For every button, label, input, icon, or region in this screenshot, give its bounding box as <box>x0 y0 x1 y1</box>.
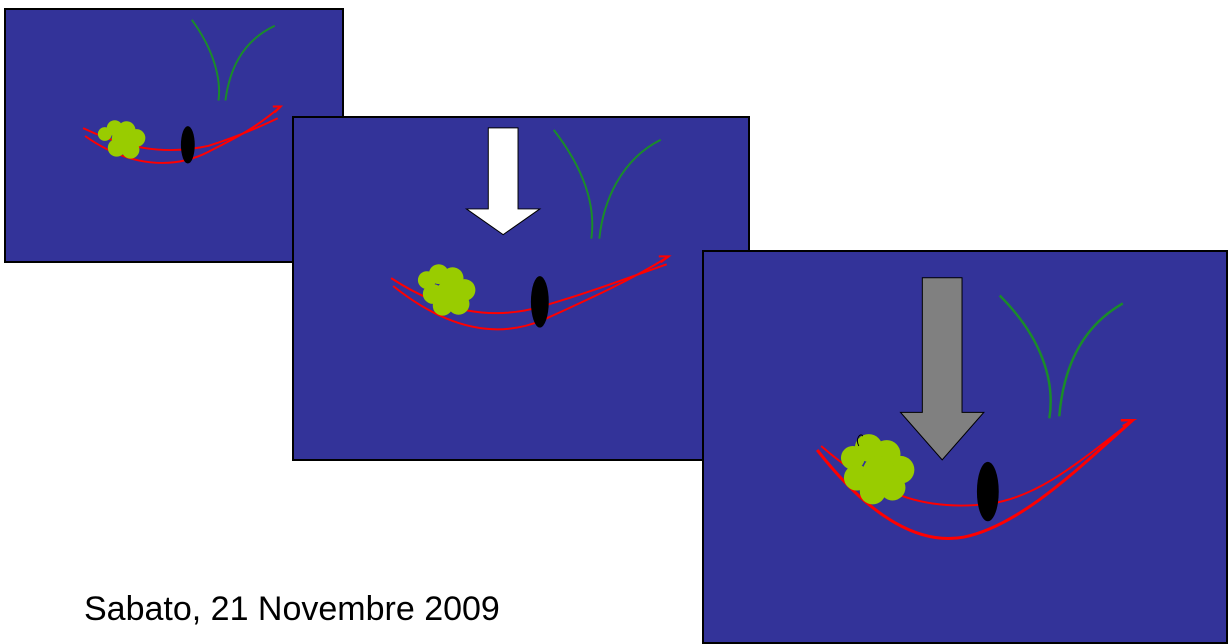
panel-2-illustration <box>294 118 748 459</box>
panel-1-nerve-right <box>224 24 276 101</box>
panel-2-background <box>294 118 748 459</box>
panel-2-node <box>530 276 549 328</box>
panel-1-background <box>6 10 342 261</box>
panel-2-mass <box>417 264 476 316</box>
panel-2-nerve-right <box>598 138 662 239</box>
panel-3-vessel-lower <box>815 419 1134 540</box>
panel-1-illustration <box>6 10 342 261</box>
diagram-panel-2 <box>292 116 750 461</box>
panel-2-nerve-left <box>552 129 594 239</box>
diagram-panel-3 <box>702 250 1228 644</box>
panel-1-nerve-left <box>190 19 221 101</box>
panel-3-mass-tip <box>856 434 864 447</box>
panel-3-nerve-left <box>998 294 1052 419</box>
panel-1-vessel-lower <box>84 105 282 164</box>
diagram-panel-1 <box>4 8 344 263</box>
panel-1-node <box>180 126 195 164</box>
panel-3-node <box>976 461 999 522</box>
date-caption: Sabato, 21 Novembre 2009 <box>84 590 500 628</box>
panel-3-mass <box>840 434 915 505</box>
panel-1-vessel-tip <box>272 105 284 114</box>
panel-2-down-arrow <box>464 127 542 236</box>
panel-3-nerve-right <box>1058 302 1124 417</box>
panel-3-vessel-tip <box>1120 419 1138 428</box>
panel-1-mass <box>97 120 146 159</box>
panel-3-illustration <box>704 252 1226 642</box>
panel-2-vessel-tip <box>658 255 672 264</box>
panel-3-down-arrow <box>899 277 985 461</box>
panel-3-background <box>704 252 1226 642</box>
